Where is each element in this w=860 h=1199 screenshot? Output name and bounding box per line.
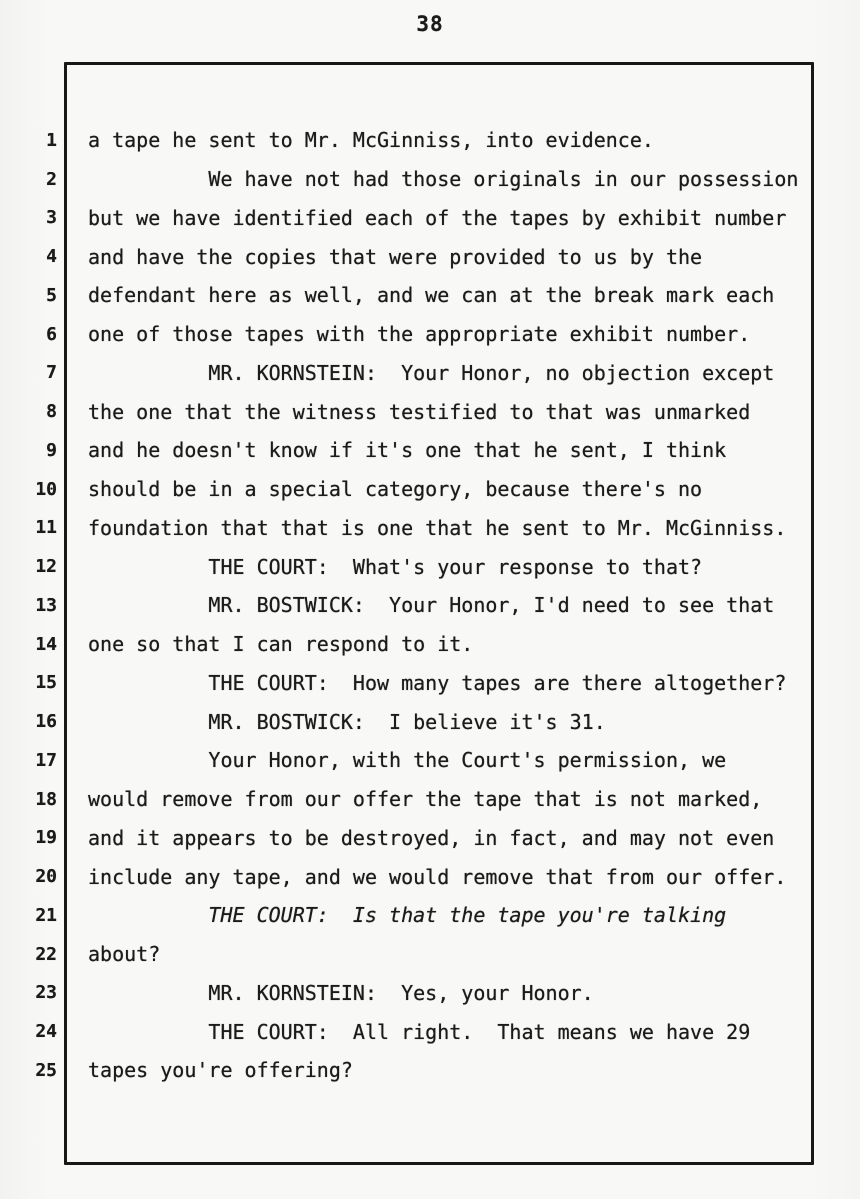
transcript-line: 16 MR. BOSTWICK: I believe it's 31. [0, 702, 860, 741]
transcript-border-box [64, 62, 814, 1165]
transcript-line: 21 THE COURT: Is that the tape you're ta… [0, 896, 860, 935]
transcript-line: 17 Your Honor, with the Court's permissi… [0, 741, 860, 780]
line-number: 21 [35, 904, 57, 926]
line-text: defendant here as well, and we can at th… [88, 283, 775, 308]
transcript-line: 25 tapes you're offering? [0, 1051, 860, 1090]
line-number: 1 [46, 129, 57, 151]
line-number: 8 [46, 401, 57, 423]
line-text: about? [88, 942, 161, 967]
line-text: and he doesn't know if it's one that he … [88, 438, 727, 463]
line-text: THE COURT: Is that the tape you're talki… [88, 903, 727, 928]
line-text: MR. KORNSTEIN: Your Honor, no objection … [88, 360, 775, 385]
transcript-line: 3 but we have identified each of the tap… [0, 199, 860, 238]
line-text: and it appears to be destroyed, in fact,… [88, 825, 775, 850]
transcript-line: 5 defendant here as well, and we can at … [0, 276, 860, 315]
transcript-line: 13 MR. BOSTWICK: Your Honor, I'd need to… [0, 586, 860, 625]
line-number: 6 [46, 323, 57, 345]
line-text: one of those tapes with the appropriate … [88, 322, 751, 347]
line-text: would remove from our offer the tape tha… [88, 787, 763, 812]
transcript-line: 18 would remove from our offer the tape … [0, 780, 860, 819]
transcript-line: 20 include any tape, and we would remove… [0, 857, 860, 896]
transcript-line: 8 the one that the witness testified to … [0, 392, 860, 431]
transcript-line: 7 MR. KORNSTEIN: Your Honor, no objectio… [0, 354, 860, 393]
line-number: 13 [35, 594, 57, 616]
line-text: MR. BOSTWICK: I believe it's 31. [88, 709, 606, 734]
line-text: a tape he sent to Mr. McGinniss, into ev… [88, 128, 654, 153]
transcript-line: 4 and have the copies that were provided… [0, 237, 860, 276]
transcript-line: 23 MR. KORNSTEIN: Yes, your Honor. [0, 974, 860, 1013]
transcript-line: 22 about? [0, 935, 860, 974]
line-text: the one that the witness testified to th… [88, 399, 751, 424]
transcript-line: 12 THE COURT: What's your response to th… [0, 547, 860, 586]
transcript-line: 15 THE COURT: How many tapes are there a… [0, 664, 860, 703]
line-number: 18 [35, 788, 57, 810]
transcript-line: 10 should be in a special category, beca… [0, 470, 860, 509]
line-number: 23 [35, 982, 57, 1004]
line-number: 12 [35, 556, 57, 578]
transcript-line: 9 and he doesn't know if it's one that h… [0, 431, 860, 470]
transcript-line: 1 a tape he sent to Mr. McGinniss, into … [0, 121, 860, 160]
line-text: MR. BOSTWICK: Your Honor, I'd need to se… [88, 593, 775, 618]
line-text: one so that I can respond to it. [88, 632, 474, 657]
line-text: MR. KORNSTEIN: Yes, your Honor. [88, 980, 594, 1005]
line-number: 10 [35, 478, 57, 500]
line-number: 7 [46, 362, 57, 384]
line-number: 4 [46, 246, 57, 268]
line-text: include any tape, and we would remove th… [88, 864, 787, 889]
page-number: 38 [416, 12, 444, 36]
line-text: and have the copies that were provided t… [88, 244, 703, 269]
line-number: 15 [35, 672, 57, 694]
line-text: THE COURT: What's your response to that? [88, 554, 703, 579]
transcript-line: 2 We have not had those originals in our… [0, 160, 860, 199]
line-number: 16 [35, 711, 57, 733]
line-text: foundation that that is one that he sent… [88, 515, 787, 540]
line-number: 25 [35, 1059, 57, 1081]
line-number: 22 [35, 943, 57, 965]
line-text: Your Honor, with the Court's permission,… [88, 748, 727, 773]
line-number: 24 [35, 1021, 57, 1043]
line-number: 11 [35, 517, 57, 539]
line-number: 2 [46, 168, 57, 190]
transcript-line: 14 one so that I can respond to it. [0, 625, 860, 664]
line-number: 9 [46, 439, 57, 461]
line-number: 20 [35, 866, 57, 888]
line-number: 5 [46, 284, 57, 306]
line-text: but we have identified each of the tapes… [88, 205, 787, 230]
transcript-lines: 1 a tape he sent to Mr. McGinniss, into … [0, 121, 860, 1090]
line-number: 19 [35, 827, 57, 849]
line-number: 17 [35, 749, 57, 771]
line-text: THE COURT: All right. That means we have… [88, 1019, 751, 1044]
transcript-line: 11 foundation that that is one that he s… [0, 509, 860, 548]
line-text: tapes you're offering? [88, 1058, 353, 1083]
line-number: 14 [35, 633, 57, 655]
transcript-line: 19 and it appears to be destroyed, in fa… [0, 819, 860, 858]
line-text: THE COURT: How many tapes are there alto… [88, 670, 787, 695]
line-text: We have not had those originals in our p… [88, 167, 799, 192]
line-text: should be in a special category, because… [88, 477, 703, 502]
transcript-line: 6 one of those tapes with the appropriat… [0, 315, 860, 354]
line-number: 3 [46, 207, 57, 229]
transcript-line: 24 THE COURT: All right. That means we h… [0, 1012, 860, 1051]
